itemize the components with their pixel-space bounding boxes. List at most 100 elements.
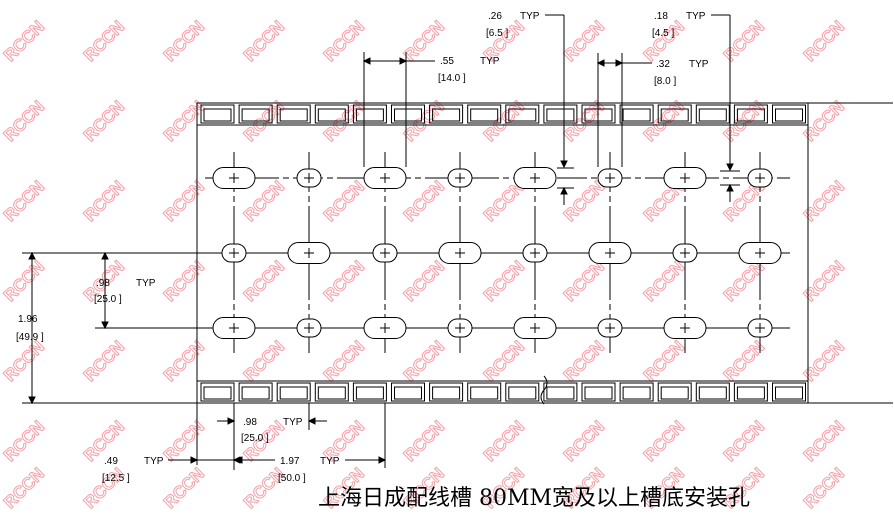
top-rail-cell-inner: [508, 108, 537, 122]
bottom-rail-cell-inner: [508, 386, 537, 400]
top-rail-cell-inner: [622, 108, 651, 122]
top-rail-cell-inner: [775, 108, 803, 122]
watermark-text: RCCN: [80, 337, 128, 385]
top-rail-cell-inner: [241, 108, 270, 122]
watermark-text: RCCN: [640, 17, 688, 65]
dim-overall-height-in: 1.96: [18, 314, 38, 325]
watermark-text: RCCN: [160, 464, 208, 512]
top-rail-cell: [314, 104, 349, 124]
dim-slot-pitch-typ: TYP: [480, 56, 500, 67]
dim-large-height-mm: [6.5 ]: [486, 28, 508, 39]
watermark-text: RCCN: [0, 97, 48, 145]
watermark-text: RCCN: [400, 337, 448, 385]
bottom-rail-cell-inner: [241, 386, 270, 400]
top-rail-cell: [619, 104, 654, 124]
watermark-text: RCCN: [0, 177, 48, 225]
dim-double-pitch-in: 1.97: [280, 456, 300, 467]
dim-row-pitch-mm: [25.0 ]: [94, 294, 122, 305]
watermark-text: RCCN: [320, 337, 368, 385]
dimension-labels: .55 TYP [14.0 ] .26 TYP [6.5 ] .18 TYP […: [16, 11, 750, 511]
bottom-rail-cell: [695, 382, 730, 402]
top-rail-cell: [657, 104, 692, 124]
watermark-text: RCCN: [0, 417, 48, 465]
dimension-arrow: [615, 59, 624, 67]
top-rail-cell-inner: [546, 108, 575, 122]
bottom-rail-cell: [581, 382, 616, 402]
dim-small-height-typ: TYP: [686, 11, 706, 22]
watermark-text: RCCN: [800, 177, 848, 225]
watermark-text: RCCN: [800, 464, 848, 512]
watermark-text: RCCN: [640, 257, 688, 305]
break-mark: [540, 375, 548, 405]
watermark-text: RCCN: [80, 97, 128, 145]
watermark-text: RCCN: [320, 17, 368, 65]
watermark-text: RCCN: [640, 337, 688, 385]
bottom-rail-cell-inner: [470, 386, 499, 400]
top-rail-cell: [200, 104, 235, 124]
watermark-text: RCCN: [800, 417, 848, 465]
top-rail-outline: [196, 102, 809, 126]
bottom-rail-cell: [543, 382, 578, 402]
watermark-text: RCCN: [800, 257, 848, 305]
dimension-arrow: [28, 251, 36, 260]
dim-small-height-in: .18: [654, 11, 668, 22]
dim-small-height-mm: [4.5 ]: [652, 28, 674, 39]
watermark-text: RCCN: [0, 337, 48, 385]
top-rail-cell: [695, 104, 730, 124]
dim-small-width-mm: [8.0 ]: [654, 76, 676, 87]
watermark-text: RCCN: [560, 257, 608, 305]
bottom-rail-cell-inner: [394, 386, 422, 400]
watermark-text: RCCN: [160, 17, 208, 65]
top-rail-cell: [391, 104, 425, 124]
dimension-arrow: [28, 396, 36, 405]
watermark-text: RCCN: [80, 177, 128, 225]
bottom-rail-cell-inner: [546, 386, 575, 400]
bottom-rail-cell-inner: [775, 386, 803, 400]
dim-large-height-in: .26: [488, 11, 502, 22]
watermark-text: RCCN: [160, 337, 208, 385]
bottom-rail-cell-inner: [203, 386, 232, 400]
dim-slot-pitch-in: .55: [440, 56, 454, 67]
top-rail-cell: [772, 104, 806, 124]
watermark-text: RCCN: [0, 257, 48, 305]
watermark-text: RCCN: [160, 257, 208, 305]
top-rail-cell: [505, 104, 540, 124]
bottom-rail-cell: [733, 382, 768, 402]
watermark-text: RCCN: [80, 17, 128, 65]
top-rail-cell-inner: [432, 108, 461, 122]
dimension-arrow: [399, 57, 408, 65]
top-rail-cell-inner: [279, 108, 308, 122]
dim-column-pitch-in: .98: [243, 417, 257, 428]
bottom-rail-cell: [200, 382, 235, 402]
dimension-arrow: [101, 251, 109, 260]
watermark-text: RCCN: [240, 257, 288, 305]
watermark-text: RCCN: [160, 177, 208, 225]
dim-large-height-typ: TYP: [520, 11, 540, 22]
watermark-text: RCCN: [560, 337, 608, 385]
bottom-rail-cell-inner: [698, 386, 727, 400]
watermark-text: RCCN: [480, 337, 528, 385]
dim-overall-height-mm: [49.9 ]: [16, 332, 44, 343]
dimension-arrow: [596, 59, 605, 67]
dimension-arrow: [726, 183, 734, 192]
bottom-rail-cell: [391, 382, 425, 402]
geometry: [22, 14, 893, 470]
dim-column-pitch-mm: [25.0 ]: [241, 433, 269, 444]
watermark-text: RCCN: [400, 257, 448, 305]
bottom-rail-cell: [238, 382, 273, 402]
watermark-text: RCCN: [240, 17, 288, 65]
dimension-arrow: [560, 186, 568, 195]
watermark-text: RCCN: [160, 417, 208, 465]
bottom-rail-cell: [467, 382, 502, 402]
top-rail-cell: [276, 104, 311, 124]
dim-row-pitch-typ: TYP: [136, 278, 156, 289]
watermark-text: RCCN: [80, 464, 128, 512]
bottom-rail-cell: [314, 382, 349, 402]
bottom-rail-cell: [619, 382, 654, 402]
bottom-rail-cell-inner: [432, 386, 461, 400]
bottom-rail-cell: [352, 382, 387, 402]
top-rail-cell: [733, 104, 768, 124]
dimension-arrow: [560, 160, 568, 169]
watermark-text: RCCN: [720, 17, 768, 65]
watermark-text: RCCN: [0, 17, 48, 65]
